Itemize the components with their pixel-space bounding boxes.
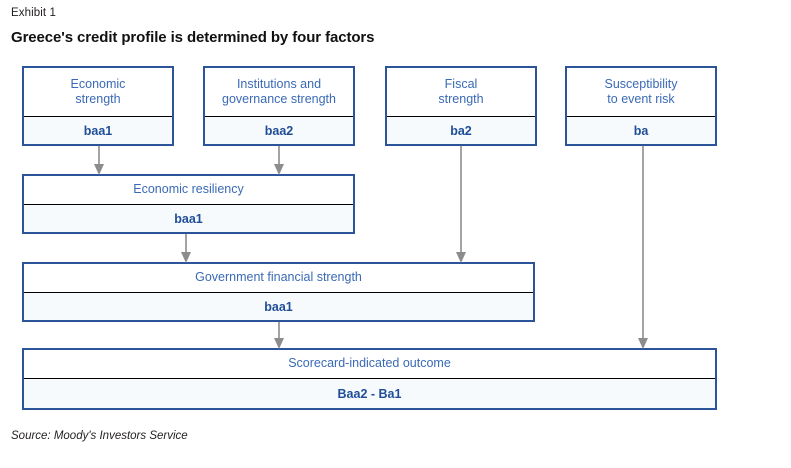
node-government-financial-strength-title: Government financial strength (24, 264, 533, 292)
node-government-financial-strength-value: baa1 (24, 292, 533, 320)
source-note: Source: Moody's Investors Service (11, 430, 188, 442)
node-title-line: Economic (70, 76, 126, 91)
node-susceptibility-event-risk-value: ba (567, 116, 715, 144)
node-scorecard-indicated-outcome-value: Baa2 - Ba1 (24, 378, 715, 408)
arrow-institutions-to-resiliency (273, 146, 285, 176)
node-institutions-governance: Institutions and governance strength baa… (203, 66, 355, 146)
node-economic-strength-value: baa1 (24, 116, 172, 144)
arrow-resiliency-to-government (180, 234, 192, 264)
node-scorecard-indicated-outcome: Scorecard-indicated outcome Baa2 - Ba1 (22, 348, 717, 410)
node-title-line: governance strength (222, 92, 336, 106)
node-economic-resiliency-title: Economic resiliency (24, 176, 353, 204)
node-fiscal-strength-value: ba2 (387, 116, 535, 144)
node-economic-strength-title: Economic strength (24, 68, 172, 116)
node-title-line: Fiscal (444, 76, 478, 91)
node-susceptibility-event-risk: Susceptibility to event risk ba (565, 66, 717, 146)
node-title-line: Susceptibility (604, 76, 678, 91)
node-institutions-governance-value: baa2 (205, 116, 353, 144)
node-title-line: strength (438, 92, 484, 106)
arrow-fiscal-to-government (455, 146, 467, 264)
node-scorecard-indicated-outcome-title: Scorecard-indicated outcome (24, 350, 715, 378)
node-title-line: to event risk (607, 92, 675, 106)
exhibit-label: Exhibit 1 (11, 7, 57, 19)
node-title-line: Institutions and (236, 76, 322, 91)
node-institutions-governance-title: Institutions and governance strength (205, 68, 353, 116)
arrow-economic-strength-to-resiliency (93, 146, 105, 176)
node-fiscal-strength: Fiscal strength ba2 (385, 66, 537, 146)
node-fiscal-strength-title: Fiscal strength (387, 68, 535, 116)
arrow-government-to-scorecard (273, 322, 285, 350)
arrow-susceptibility-to-scorecard (637, 146, 649, 350)
node-economic-resiliency-value: baa1 (24, 204, 353, 232)
node-economic-strength: Economic strength baa1 (22, 66, 174, 146)
exhibit-title: Greece's credit profile is determined by… (11, 29, 375, 46)
node-government-financial-strength: Government financial strength baa1 (22, 262, 535, 322)
node-title-line: strength (75, 92, 121, 106)
node-economic-resiliency: Economic resiliency baa1 (22, 174, 355, 234)
node-susceptibility-event-risk-title: Susceptibility to event risk (567, 68, 715, 116)
